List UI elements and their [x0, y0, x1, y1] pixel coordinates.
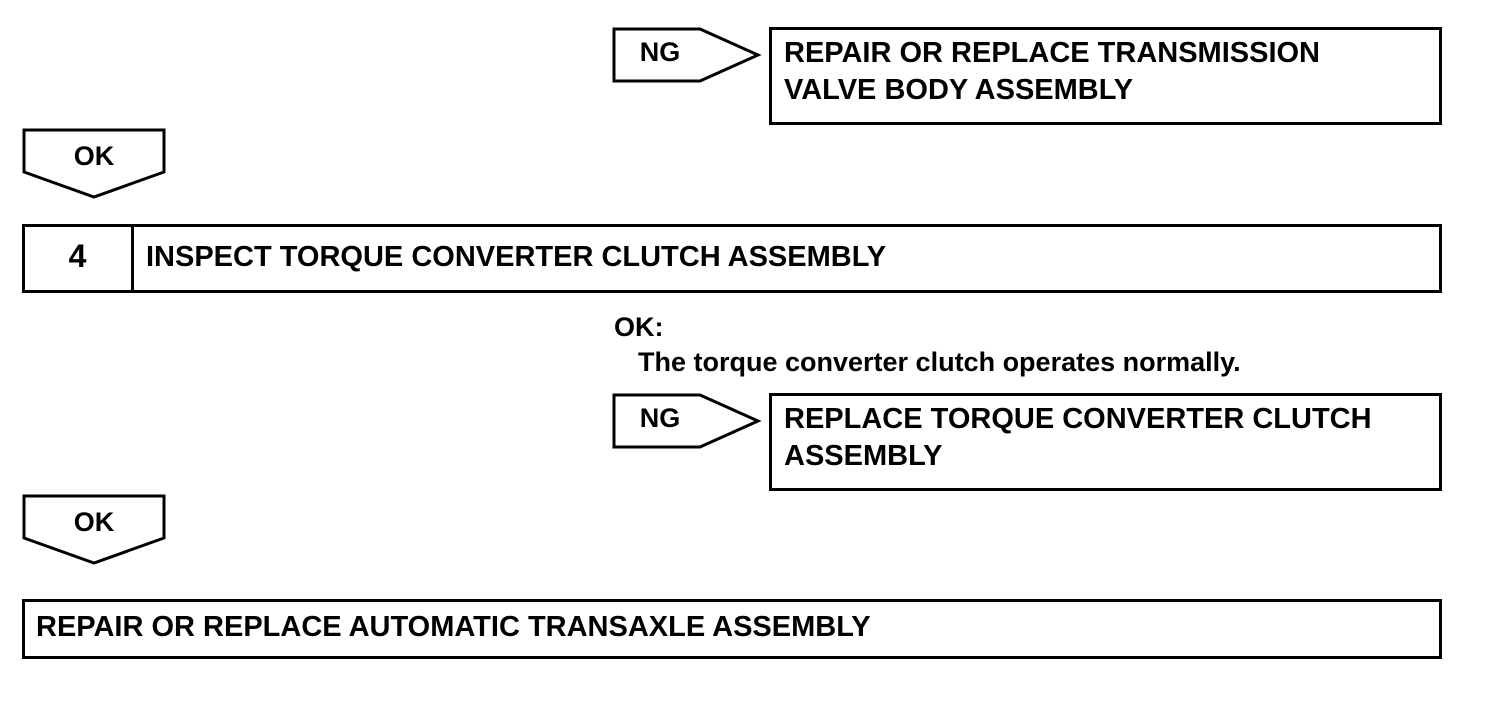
- result-box-line-1: REPAIR OR REPLACE TRANSMISSION: [784, 37, 1321, 69]
- step-number: 4: [68, 238, 87, 274]
- result-box-line-1: REPLACE TORQUE CONVERTER CLUTCH: [784, 403, 1372, 435]
- criteria-text: The torque converter clutch operates nor…: [638, 347, 1241, 377]
- step-box-4: [22, 224, 1442, 293]
- criteria-heading: OK:: [614, 312, 664, 342]
- step-title: INSPECT TORQUE CONVERTER CLUTCH ASSEMBLY: [146, 241, 887, 273]
- result-box-line-2: ASSEMBLY: [784, 440, 943, 472]
- ok-label: OK: [73, 141, 115, 171]
- ng-label: NG: [639, 403, 681, 433]
- result-box-replace-torque-converter: [769, 393, 1442, 491]
- final-result-box: [22, 599, 1442, 659]
- ng-arrow-shape: [612, 27, 762, 83]
- result-box-repair-valve-body: [769, 27, 1442, 125]
- result-box-line-2: VALVE BODY ASSEMBLY: [784, 74, 1134, 106]
- final-result-text: REPAIR OR REPLACE AUTOMATIC TRANSAXLE AS…: [36, 611, 871, 643]
- ng-arrow-shape: [612, 393, 762, 449]
- ok-label: OK: [73, 507, 115, 537]
- step-number-divider: [131, 224, 134, 293]
- ok-down-arrow-shape: [22, 494, 166, 565]
- ng-label: NG: [639, 37, 681, 67]
- ok-down-arrow-shape: [22, 128, 166, 199]
